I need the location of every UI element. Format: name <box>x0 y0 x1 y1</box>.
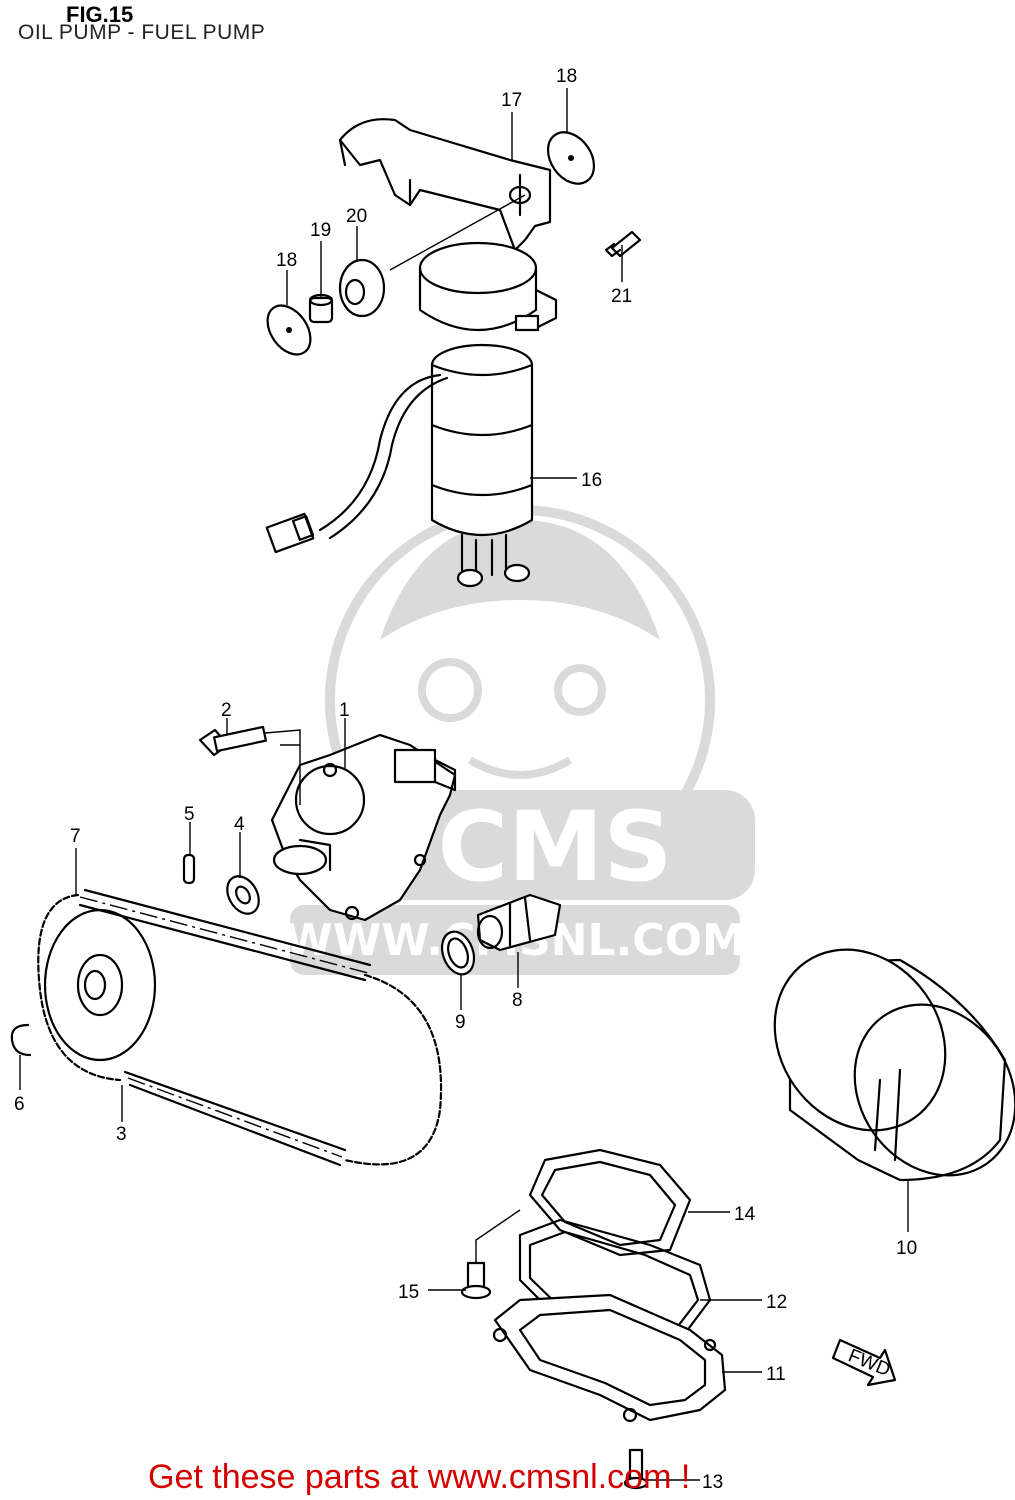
part-bracket-17 <box>338 118 552 252</box>
callout-6: 6 <box>14 1094 25 1115</box>
part-oil-pump-1 <box>270 733 457 922</box>
part-oring-9 <box>440 930 476 976</box>
part-sprocket-3 <box>43 908 157 1062</box>
callout-16: 16 <box>581 470 602 491</box>
part-fuel-pump-16 <box>265 343 534 588</box>
callout-14: 14 <box>734 1204 756 1225</box>
part-screw-21 <box>604 230 642 258</box>
callout-19: 19 <box>310 220 331 241</box>
callout-21: 21 <box>611 286 632 307</box>
callout-5: 5 <box>184 804 195 825</box>
callout-13: 13 <box>702 1472 723 1493</box>
part-washer-18-left <box>266 304 312 356</box>
figure-number: FIG.15 <box>66 2 133 27</box>
part-relief-valve-8 <box>476 893 562 952</box>
fwd-arrow-icon: FWD <box>831 1338 897 1387</box>
callout-1: 1 <box>339 700 350 721</box>
callout-18-top: 18 <box>556 66 577 87</box>
part-washer-4 <box>226 875 260 915</box>
part-bolt-15 <box>460 1209 521 1300</box>
part-oil-filter-10 <box>773 948 1015 1182</box>
part-grommet-20 <box>338 258 386 318</box>
callout-17: 17 <box>501 90 522 111</box>
callout-8: 8 <box>512 990 523 1011</box>
callout-15: 15 <box>398 1282 419 1303</box>
callout-9: 9 <box>455 1012 466 1033</box>
footer-link[interactable]: Get these parts at www.cmsnl.com ! <box>148 1458 690 1496</box>
callout-labels: 1 2 3 4 5 6 7 8 9 10 11 12 13 14 15 16 1… <box>14 66 917 1493</box>
callout-10: 10 <box>896 1238 917 1259</box>
part-washer-18-top <box>546 131 596 185</box>
leader-lines <box>19 88 909 1481</box>
callout-7: 7 <box>70 826 81 847</box>
watermark-brand: CMS <box>437 791 672 903</box>
part-pump-band <box>389 194 558 332</box>
callout-3: 3 <box>116 1124 127 1145</box>
part-cover-14 <box>528 1148 692 1257</box>
part-oil-pan-11 <box>492 1293 727 1423</box>
part-circlip-6 <box>10 1023 32 1057</box>
part-chain-7 <box>37 888 443 1167</box>
callout-11: 11 <box>766 1364 786 1385</box>
callout-18-left: 18 <box>276 250 297 271</box>
page-title: OIL PUMP - FUEL PUMP <box>18 21 265 44</box>
callout-12: 12 <box>766 1292 787 1313</box>
part-bolt-2 <box>198 725 301 805</box>
part-collar-19 <box>308 293 334 324</box>
callout-20: 20 <box>346 206 367 227</box>
callout-2: 2 <box>221 700 232 721</box>
callout-4: 4 <box>234 814 245 835</box>
part-pin-5 <box>182 853 196 885</box>
part-bolt-13 <box>623 1448 649 1490</box>
